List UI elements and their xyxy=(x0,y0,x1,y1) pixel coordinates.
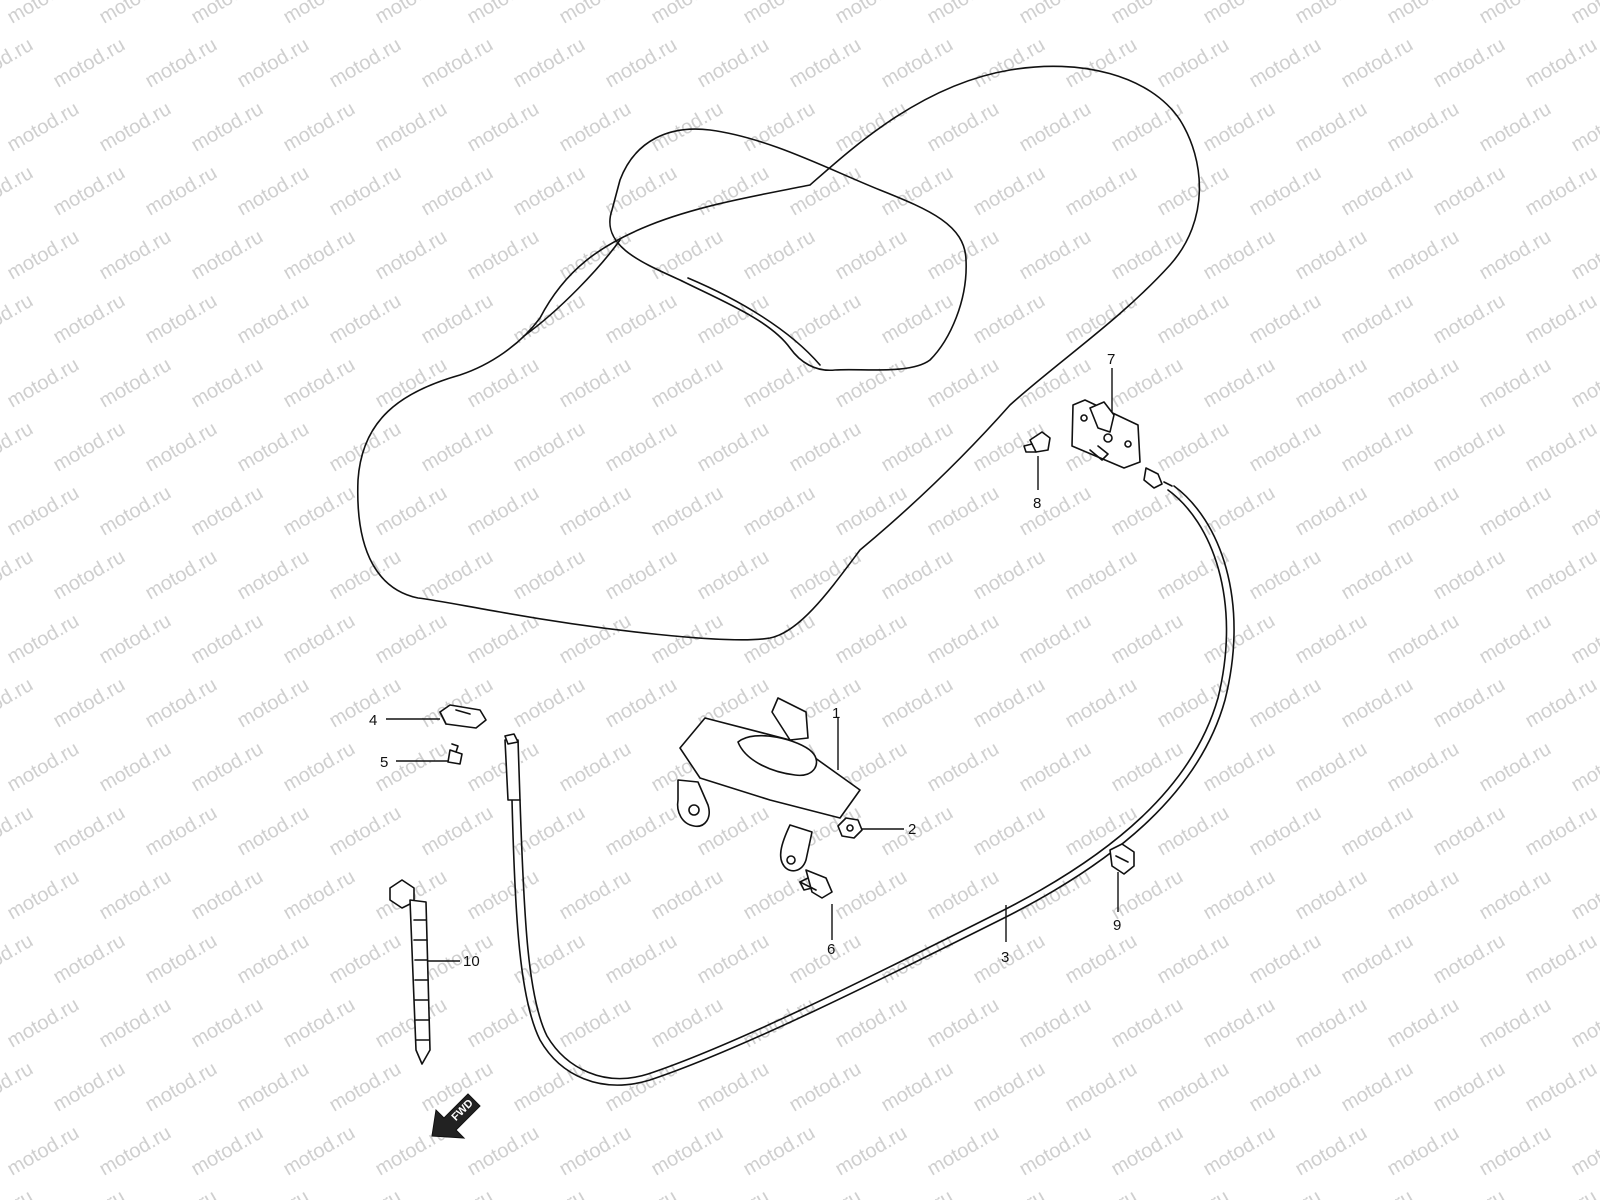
callout-5: 5 xyxy=(380,754,388,771)
callout-2: 2 xyxy=(908,821,916,838)
leader-lines xyxy=(386,368,1119,962)
callout-4: 4 xyxy=(369,712,377,729)
seat-lock-bracket xyxy=(676,697,861,872)
clip-screw xyxy=(447,743,463,765)
forward-arrow-icon: FWD xyxy=(431,1093,481,1139)
cable-clip xyxy=(439,704,487,729)
cable-clamp xyxy=(1109,843,1135,875)
latch-screw xyxy=(1023,431,1051,453)
callout-10: 10 xyxy=(463,953,480,970)
callout-8: 8 xyxy=(1033,495,1041,512)
flange-nut xyxy=(837,817,863,839)
callout-3: 3 xyxy=(1001,949,1009,966)
callout-7: 7 xyxy=(1107,351,1115,368)
callouts: 1 2 3 4 5 6 7 8 9 10 xyxy=(369,351,1121,970)
cable-tie xyxy=(389,879,431,1065)
seat xyxy=(356,65,1201,641)
callout-9: 9 xyxy=(1113,917,1121,934)
callout-1: 1 xyxy=(832,705,840,722)
callout-6: 6 xyxy=(827,941,835,958)
bolt xyxy=(799,869,833,899)
seat-lock-cable xyxy=(504,485,1235,1086)
seat-latch xyxy=(1071,399,1173,489)
